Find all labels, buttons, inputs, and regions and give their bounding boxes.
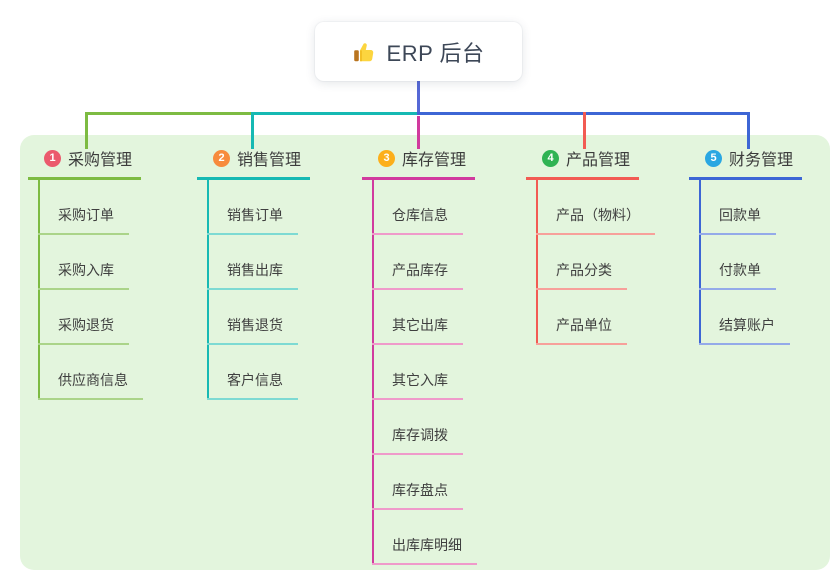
connector-drop-branch2 bbox=[251, 112, 254, 149]
child-node[interactable]: 客户信息 bbox=[207, 370, 298, 400]
branch-children: 采购订单采购入库采购退货供应商信息 bbox=[28, 180, 143, 400]
branch-children: 回款单付款单结算账户 bbox=[689, 180, 802, 345]
connector-horizontal-branch2 bbox=[251, 112, 418, 115]
child-row: 其它入库 bbox=[362, 345, 475, 400]
branch-number-badge: 3 bbox=[378, 149, 395, 167]
branch-number-badge: 1 bbox=[44, 149, 61, 167]
branch-trunk-line bbox=[207, 180, 209, 400]
child-node[interactable]: 产品分类 bbox=[536, 260, 627, 290]
thumbs-up-icon bbox=[353, 40, 377, 64]
branch-children: 产品（物料） 产品分类产品单位 bbox=[526, 180, 655, 345]
child-row: 采购订单 bbox=[28, 180, 141, 235]
child-row: 销售出库 bbox=[197, 235, 310, 290]
branch-label: 财务管理 bbox=[729, 152, 794, 169]
branch-trunk-line bbox=[38, 180, 40, 400]
branch-label: 产品管理 bbox=[566, 152, 631, 169]
branch-label: 库存管理 bbox=[402, 152, 467, 169]
child-row: 采购入库 bbox=[28, 235, 141, 290]
child-row: 其它出库 bbox=[362, 290, 475, 345]
branch-number-badge: 5 bbox=[705, 149, 722, 167]
child-row: 销售订单 bbox=[197, 180, 310, 235]
branch-node-2[interactable]: 2 销售管理 bbox=[197, 144, 310, 180]
child-row: 供应商信息 bbox=[28, 345, 143, 400]
branch-node-1[interactable]: 1 采购管理 bbox=[28, 144, 141, 180]
child-node[interactable]: 库存调拨 bbox=[372, 425, 463, 455]
branch-number-badge: 2 bbox=[213, 149, 230, 167]
child-row: 出库库明细 bbox=[362, 510, 477, 565]
child-node[interactable]: 采购订单 bbox=[38, 205, 129, 235]
branch-5: 5 财务管理回款单付款单结算账户 bbox=[689, 144, 802, 345]
child-row: 采购退货 bbox=[28, 290, 141, 345]
child-row: 客户信息 bbox=[197, 345, 310, 400]
branch-2: 2 销售管理销售订单销售出库销售退货客户信息 bbox=[197, 144, 310, 400]
child-node[interactable]: 产品（物料） bbox=[536, 205, 655, 235]
branch-children: 销售订单销售出库销售退货客户信息 bbox=[197, 180, 310, 400]
branch-number-badge: 4 bbox=[542, 149, 559, 167]
child-node[interactable]: 采购入库 bbox=[38, 260, 129, 290]
child-node[interactable]: 销售出库 bbox=[207, 260, 298, 290]
child-row: 销售退货 bbox=[197, 290, 310, 345]
child-row: 产品库存 bbox=[362, 235, 475, 290]
branch-4: 4 产品管理产品（物料） 产品分类产品单位 bbox=[526, 144, 655, 345]
branch-3: 3 库存管理仓库信息产品库存其它出库其它入库库存调拨库存盘点出库库明细 bbox=[362, 144, 477, 565]
child-node[interactable]: 采购退货 bbox=[38, 315, 129, 345]
child-node[interactable]: 回款单 bbox=[699, 205, 776, 235]
child-node[interactable]: 产品单位 bbox=[536, 315, 627, 345]
child-row: 仓库信息 bbox=[362, 180, 475, 235]
child-node[interactable]: 销售退货 bbox=[207, 315, 298, 345]
child-node[interactable]: 付款单 bbox=[699, 260, 776, 290]
root-node-title: ERP 后台 bbox=[386, 40, 485, 66]
branch-label: 销售管理 bbox=[237, 152, 302, 169]
connector-drop-branch4 bbox=[583, 112, 586, 149]
child-row: 回款单 bbox=[689, 180, 802, 235]
branch-1: 1 采购管理采购订单采购入库采购退货供应商信息 bbox=[28, 144, 143, 400]
child-node[interactable]: 其它入库 bbox=[372, 370, 463, 400]
branch-node-5[interactable]: 5 财务管理 bbox=[689, 144, 802, 180]
branch-node-4[interactable]: 4 产品管理 bbox=[526, 144, 639, 180]
branch-node-3[interactable]: 3 库存管理 bbox=[362, 144, 475, 180]
child-node[interactable]: 结算账户 bbox=[699, 315, 790, 345]
branch-trunk-line bbox=[372, 180, 374, 565]
connector-drop-branch3 bbox=[417, 116, 420, 149]
branch-children: 仓库信息产品库存其它出库其它入库库存调拨库存盘点出库库明细 bbox=[362, 180, 477, 565]
child-node[interactable]: 销售订单 bbox=[207, 205, 298, 235]
mindmap-panel: 1 采购管理采购订单采购入库采购退货供应商信息 2 销售管理销售订单销售出库销售退货客… bbox=[20, 135, 830, 570]
branch-trunk-line bbox=[699, 180, 701, 345]
connector-horizontal-branch1 bbox=[85, 112, 253, 115]
branch-label: 采购管理 bbox=[68, 152, 133, 169]
child-row: 产品单位 bbox=[526, 290, 639, 345]
child-row: 付款单 bbox=[689, 235, 802, 290]
child-row: 库存调拨 bbox=[362, 400, 475, 455]
child-row: 产品（物料） bbox=[526, 180, 655, 235]
branch-trunk-line bbox=[536, 180, 538, 345]
child-row: 产品分类 bbox=[526, 235, 639, 290]
child-row: 库存盘点 bbox=[362, 455, 475, 510]
connector-drop-branch1 bbox=[85, 112, 88, 149]
child-node[interactable]: 产品库存 bbox=[372, 260, 463, 290]
child-row: 结算账户 bbox=[689, 290, 802, 345]
child-node[interactable]: 仓库信息 bbox=[372, 205, 463, 235]
connector-drop-branch5 bbox=[747, 112, 750, 149]
child-node[interactable]: 库存盘点 bbox=[372, 480, 463, 510]
child-node[interactable]: 出库库明细 bbox=[372, 535, 477, 565]
child-node[interactable]: 供应商信息 bbox=[38, 370, 143, 400]
root-node-erp-backend[interactable]: ERP 后台 bbox=[315, 22, 522, 81]
child-node[interactable]: 其它出库 bbox=[372, 315, 463, 345]
connector-root-vertical bbox=[417, 81, 420, 115]
